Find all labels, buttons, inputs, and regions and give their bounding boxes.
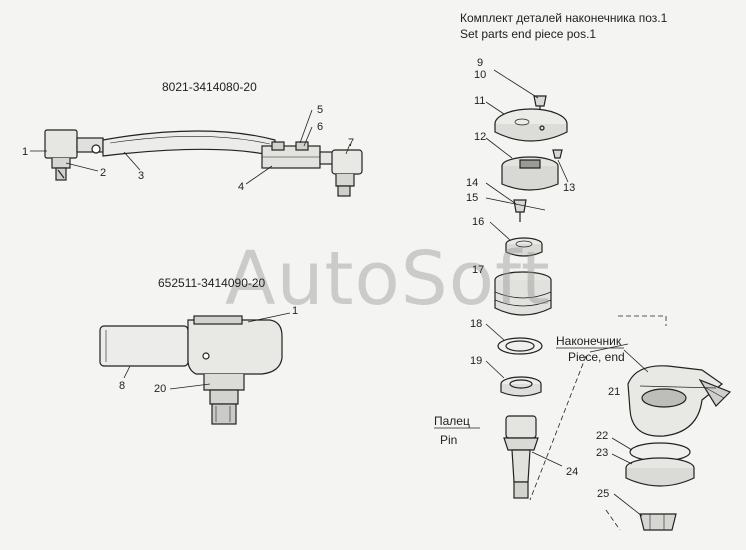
tie-rod-assembly-top bbox=[30, 109, 363, 197]
callout-16: 16 bbox=[472, 216, 485, 228]
callout-22: 22 bbox=[596, 430, 609, 442]
callout-25: 25 bbox=[597, 488, 610, 500]
callout-1-bottom: 1 bbox=[292, 305, 299, 317]
callout-2: 2 bbox=[100, 167, 107, 179]
pin-label-ru: Палец bbox=[434, 414, 470, 428]
callout-21: 21 bbox=[608, 386, 621, 398]
callout-4: 4 bbox=[238, 181, 245, 193]
callout-6: 6 bbox=[317, 121, 324, 133]
callout-23: 23 bbox=[596, 447, 609, 459]
callout-7: 7 bbox=[348, 137, 355, 149]
callout-1-top: 1 bbox=[22, 146, 29, 158]
end-piece-label-en: Piece, end bbox=[568, 350, 625, 364]
end-piece-label-ru: Наконечник bbox=[556, 334, 622, 348]
end-piece-assembly-bottom bbox=[99, 312, 291, 425]
callout-15: 15 bbox=[466, 192, 479, 204]
kit-title-en: Set parts end piece pos.1 bbox=[460, 27, 597, 41]
callout-3: 3 bbox=[138, 170, 145, 182]
callout-5: 5 bbox=[317, 104, 324, 116]
callout-11: 11 bbox=[474, 95, 486, 107]
callout-8: 8 bbox=[119, 380, 126, 392]
pin-label-en: Pin bbox=[440, 433, 458, 447]
callout-10: 10 bbox=[474, 69, 487, 81]
callout-12: 12 bbox=[474, 131, 487, 143]
callout-24: 24 bbox=[566, 466, 579, 478]
callout-14: 14 bbox=[466, 177, 479, 189]
assembly-top-title: 8021-3414080-20 bbox=[162, 80, 257, 94]
callout-19: 19 bbox=[470, 355, 483, 367]
kit-title-ru: Комплект деталей наконечника поз.1 bbox=[460, 11, 668, 25]
callout-13: 13 bbox=[563, 182, 576, 194]
callout-18: 18 bbox=[470, 318, 483, 330]
assembly-bottom-title: 652511-3414090-20 bbox=[158, 276, 266, 290]
exploded-parts-kit bbox=[485, 69, 587, 501]
callout-9: 9 bbox=[477, 57, 484, 69]
watermark: AutoSoft bbox=[225, 236, 551, 322]
callout-17: 17 bbox=[472, 264, 485, 276]
end-piece-housing bbox=[589, 315, 732, 531]
callout-20: 20 bbox=[154, 383, 167, 395]
